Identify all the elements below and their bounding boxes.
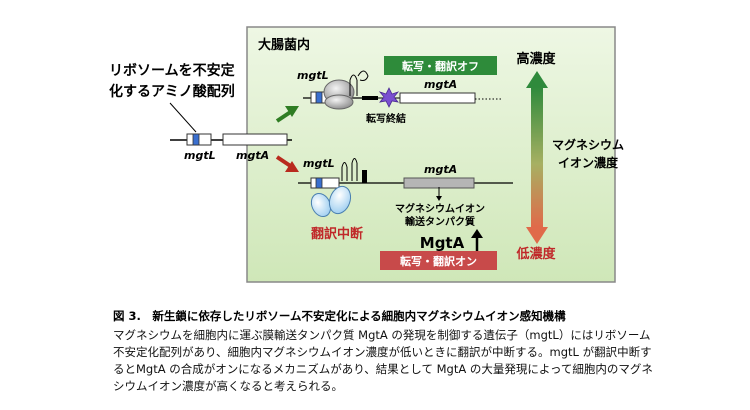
transporter-label-2: 輸送タンパク質 [405,215,475,228]
cell-box-title: 大腸菌内 [258,37,310,53]
caption-title: 図 3. 新生鎖に依存したリボソーム不安定化による細胞内マグネシウムイオン感知機… [113,309,566,323]
down-arrow [275,155,299,172]
scale-middle-label-1: マグネシウム [552,137,624,152]
destabilizing-sequence-label-2: 化するアミノ酸配列 [109,83,235,100]
transporter-label-1: マグネシウムイオン [395,202,485,215]
left-mgtL-label: mgtL [184,149,216,162]
top-mgtL-blue-segment [315,91,323,104]
mgtA-up-arrow [471,229,483,252]
mgta-regulation-diagram: 大腸菌内 リボソームを不安定 化するアミノ酸配列 mgtL mgtA mgtL … [109,26,624,283]
left-mgtA-box [222,133,288,146]
bottom-mgtL-blue-segment [315,177,323,189]
top-black-segment [362,96,378,100]
figure-caption: 図 3. 新生鎖に依存したリボソーム不安定化による細胞内マグネシウムイオン感知機… [113,308,653,395]
bottom-mgtL-label: mgtL [303,157,335,170]
terminator-star-icon [378,87,400,108]
released-ribosome-2 [328,185,352,215]
scale-middle-label-2: イオン濃度 [558,155,619,170]
concentration-scale-arrow [526,71,548,244]
off-badge-box [384,56,497,75]
on-badge-text: 転写・翻訳オン [400,254,477,268]
up-arrow [275,106,299,123]
low-concentration-label: 低濃度 [515,246,556,262]
top-mgtA-label: mgtA [424,78,457,91]
high-concentration-label: 高濃度 [516,51,556,67]
top-ribosome-small [324,94,354,110]
bottom-hairpin-1 [341,162,348,181]
top-mgtA-box [399,92,476,104]
top-hairpin-1 [349,74,358,96]
top-hairpin-2 [357,70,369,81]
bottom-hairpin-2 [351,158,358,181]
bottom-mgtL-box [310,177,340,189]
on-badge-box [380,251,497,270]
terminator-label: 転写終結 [366,112,406,125]
expression-arrow-head [436,196,442,201]
translation-stop-label: 翻訳中断 [311,226,363,242]
bottom-black-segment [362,170,367,183]
left-mgtL-blue-segment [192,133,200,146]
pointer-line [169,102,197,133]
top-mgtL-label: mgtL [297,69,329,82]
destabilizing-sequence-label-1: リボソームを不安定 [109,62,235,79]
bottom-mgtA-box [403,177,475,189]
bottom-mgtA-label: mgtA [424,163,457,176]
off-badge-text: 転写・翻訳オフ [402,59,479,73]
left-mgtA-label: mgtA [236,149,269,162]
caption-body: マグネシウムを細胞内に運ぶ膜輸送タンパク質 MgtA の発現を制御する遺伝子（m… [113,328,653,393]
mgtA-protein-label: MgtA [420,234,465,252]
